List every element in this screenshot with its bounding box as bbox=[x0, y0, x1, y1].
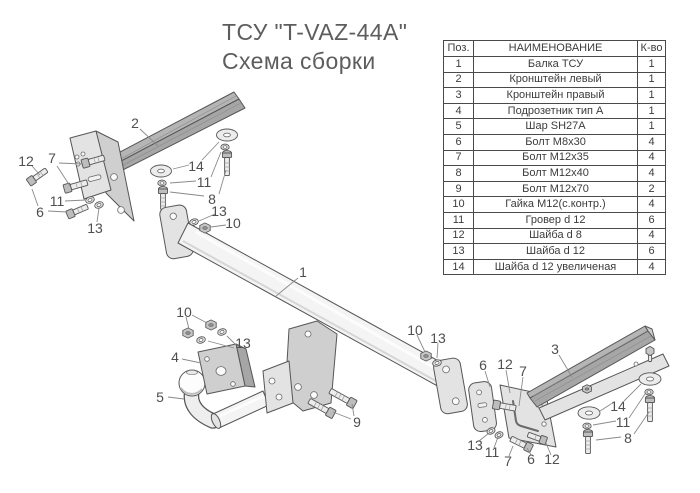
callout-13: 13 bbox=[467, 437, 483, 453]
leader-lines bbox=[31, 128, 650, 457]
nut-m12 bbox=[205, 319, 217, 331]
callout-6: 6 bbox=[479, 357, 487, 373]
bolt-small-arm-end bbox=[645, 345, 655, 362]
callout-14: 14 bbox=[188, 158, 204, 174]
right-bracket-part3 bbox=[468, 325, 670, 453]
table-header-cell: К-во bbox=[637, 40, 666, 57]
callout-11: 11 bbox=[197, 174, 212, 190]
bolt-m12-left-1 bbox=[80, 154, 106, 169]
flat-washer bbox=[189, 218, 199, 226]
callout-7: 7 bbox=[504, 453, 512, 469]
bolt-m8-bottom bbox=[526, 432, 548, 446]
title-line-1: ТСУ "T-VAZ-44A" bbox=[222, 19, 408, 45]
bolt-m12x40 bbox=[582, 429, 594, 455]
grover-washer bbox=[157, 179, 167, 187]
callout-12: 12 bbox=[497, 356, 513, 372]
grover-washer bbox=[85, 196, 95, 204]
callout-13: 13 bbox=[87, 220, 103, 236]
big-washer bbox=[150, 164, 172, 178]
nut-m12 bbox=[420, 350, 432, 362]
callout-11: 11 bbox=[616, 414, 631, 430]
callout-12: 12 bbox=[18, 153, 34, 169]
callout-6: 6 bbox=[36, 204, 44, 220]
bolt-m12-right bbox=[492, 399, 517, 412]
flat-washer bbox=[94, 201, 104, 209]
center-bracket bbox=[284, 320, 338, 412]
callout-5: 5 bbox=[156, 389, 164, 405]
callout-6: 6 bbox=[527, 451, 535, 467]
bolt-m12-bottom bbox=[509, 436, 534, 453]
socket-plate-part4 bbox=[182, 319, 256, 395]
grover-washer bbox=[582, 422, 592, 430]
beam-end-hardware bbox=[189, 218, 442, 367]
callout-7: 7 bbox=[519, 363, 527, 379]
ball-mount-part5 bbox=[178, 360, 294, 429]
callout-13: 13 bbox=[235, 335, 251, 351]
flat-washer bbox=[432, 359, 442, 367]
callout-10: 10 bbox=[225, 215, 241, 231]
callout-8: 8 bbox=[208, 191, 216, 207]
callout-8: 8 bbox=[624, 430, 632, 446]
bolt-m8-left-2 bbox=[65, 204, 89, 220]
flat-washer bbox=[486, 427, 496, 435]
bolt-m12-left-2 bbox=[62, 179, 89, 194]
title-line-2: Схема сборки bbox=[222, 48, 376, 74]
grover-washer bbox=[494, 431, 504, 439]
big-washer bbox=[216, 128, 238, 142]
left-bracket-hardware bbox=[26, 154, 106, 220]
callout-4: 4 bbox=[171, 349, 179, 365]
table-cell: Шайба d 12 увеличеная bbox=[473, 258, 638, 276]
beam-right-endplate bbox=[433, 357, 468, 415]
table-cell: 4 bbox=[637, 258, 666, 276]
table-cell: 14 bbox=[443, 258, 474, 276]
callout-9: 9 bbox=[353, 414, 361, 430]
bolt-m12x70 bbox=[307, 398, 337, 419]
callout-2: 2 bbox=[131, 115, 139, 131]
grover-washer bbox=[644, 388, 654, 396]
big-washer bbox=[638, 372, 662, 386]
callout-10: 10 bbox=[407, 322, 423, 338]
nut-m12 bbox=[199, 222, 211, 234]
bolt-m12x40 bbox=[644, 395, 656, 423]
grover-washer bbox=[220, 143, 230, 151]
callout-10: 10 bbox=[176, 304, 192, 320]
callout-11: 11 bbox=[50, 193, 65, 209]
nut-m12 bbox=[182, 327, 194, 339]
bolt-m12x40 bbox=[221, 150, 233, 177]
callout-12: 12 bbox=[544, 451, 560, 467]
callout-1: 1 bbox=[299, 264, 307, 280]
flat-washer bbox=[217, 328, 227, 336]
bolt-m8-left-1 bbox=[26, 167, 49, 187]
nut-small bbox=[582, 384, 592, 394]
table-cell: 4 bbox=[637, 133, 666, 151]
beam-part1 bbox=[159, 204, 468, 415]
callout-3: 3 bbox=[551, 341, 559, 357]
flat-washer bbox=[196, 336, 206, 344]
bolt-m12x40 bbox=[157, 186, 169, 211]
callout-13: 13 bbox=[211, 203, 227, 219]
callout-13: 13 bbox=[430, 330, 446, 346]
callout-11: 11 bbox=[485, 444, 500, 460]
big-washer bbox=[577, 406, 601, 420]
drawing-title: ТСУ "T-VAZ-44A" Схема сборки bbox=[222, 18, 407, 76]
callout-7: 7 bbox=[48, 150, 56, 166]
callout-14: 14 bbox=[610, 398, 626, 414]
bolts-m12x70 bbox=[307, 388, 358, 419]
right-fastener-columns bbox=[577, 372, 662, 455]
table-cell: 4 bbox=[637, 227, 666, 245]
bolt-m12x70 bbox=[328, 388, 358, 409]
